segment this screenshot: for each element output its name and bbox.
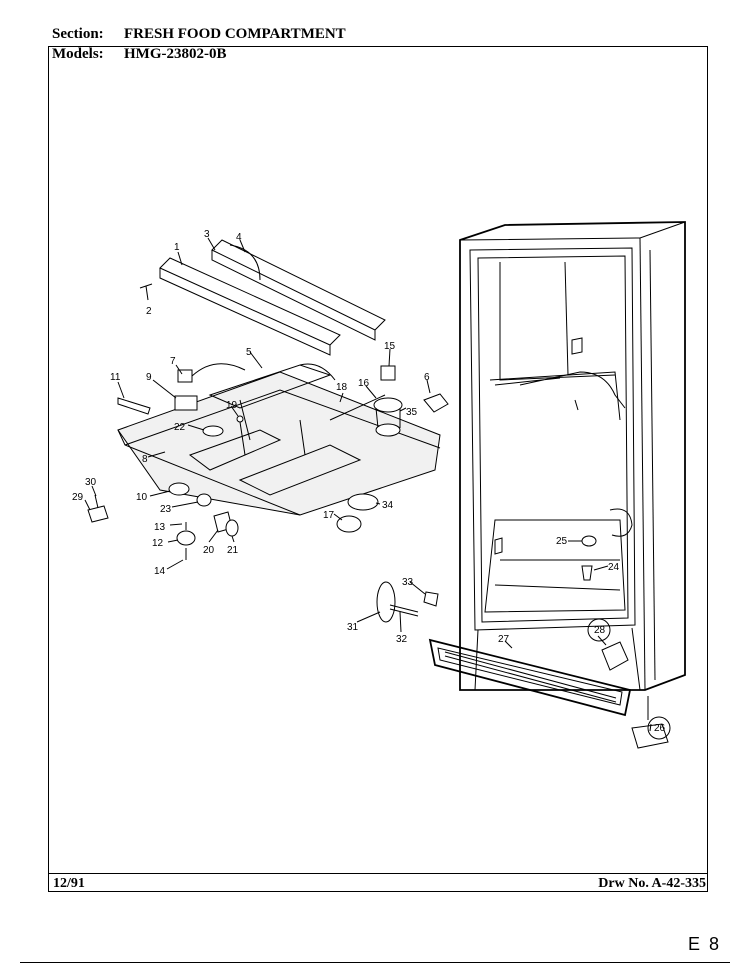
callout-17: 17 xyxy=(323,510,335,521)
callout-35: 35 xyxy=(406,407,418,418)
callout-11: 11 xyxy=(110,372,121,383)
diagram-frame xyxy=(48,46,708,892)
page-mark: E 8 xyxy=(688,934,722,954)
callout-33: 33 xyxy=(402,577,414,588)
callout-34: 34 xyxy=(382,500,394,511)
callout-24: 24 xyxy=(608,562,620,573)
callout-20: 20 xyxy=(203,545,215,556)
callout-circle-26 xyxy=(647,716,671,740)
callout-27: 27 xyxy=(498,634,510,645)
callout-32: 32 xyxy=(396,634,408,645)
callout-13: 13 xyxy=(154,522,166,533)
callout-6: 6 xyxy=(424,372,430,383)
callout-10: 10 xyxy=(136,492,148,503)
models-header: Models: HMG-23802-0B xyxy=(52,46,227,63)
part-3-4-rail xyxy=(211,239,386,341)
callout-1: 1 xyxy=(174,242,180,253)
section-title: FRESH FOOD COMPARTMENT xyxy=(124,26,346,42)
section-label: Section: xyxy=(52,26,104,42)
bottom-rule xyxy=(20,962,730,963)
callout-25: 25 xyxy=(556,536,568,547)
callout-9: 9 xyxy=(146,372,152,383)
callout-14: 14 xyxy=(154,566,166,577)
callout-16: 16 xyxy=(358,378,370,389)
part-1-rail xyxy=(159,257,341,356)
callout-7: 7 xyxy=(170,356,176,367)
model-number: HMG-23802-0B xyxy=(124,46,227,62)
callout-31: 31 xyxy=(347,622,359,633)
callout-12: 12 xyxy=(152,538,164,549)
callout-3: 3 xyxy=(204,229,210,240)
section-header: Section: FRESH FOOD COMPARTMENT xyxy=(52,26,346,43)
callout-19: 19 xyxy=(226,400,238,411)
callout-5: 5 xyxy=(246,347,252,358)
callout-23: 23 xyxy=(160,504,172,515)
callout-8: 8 xyxy=(142,454,148,465)
drawing-number: Drw No. A-42-335 xyxy=(598,876,706,891)
callout-2: 2 xyxy=(146,306,152,317)
callout-29: 29 xyxy=(72,492,84,503)
callout-22: 22 xyxy=(174,422,186,433)
callout-4: 4 xyxy=(236,232,242,243)
footer-date: 12/91 xyxy=(53,876,85,891)
callout-18: 18 xyxy=(336,382,348,393)
footer-divider xyxy=(48,873,708,874)
models-label: Models: xyxy=(52,46,104,62)
callout-28: 28 xyxy=(594,625,606,636)
small-parts xyxy=(87,283,669,749)
callout-30: 30 xyxy=(85,477,97,488)
callout-15: 15 xyxy=(384,341,396,352)
callout-26: 26 xyxy=(654,723,666,734)
refrigerator-cabinet xyxy=(459,221,686,691)
callout-circle-28 xyxy=(587,618,611,642)
callout-21: 21 xyxy=(227,545,239,556)
part-5-cover-assembly xyxy=(117,363,441,516)
part-27-grille xyxy=(428,638,632,717)
